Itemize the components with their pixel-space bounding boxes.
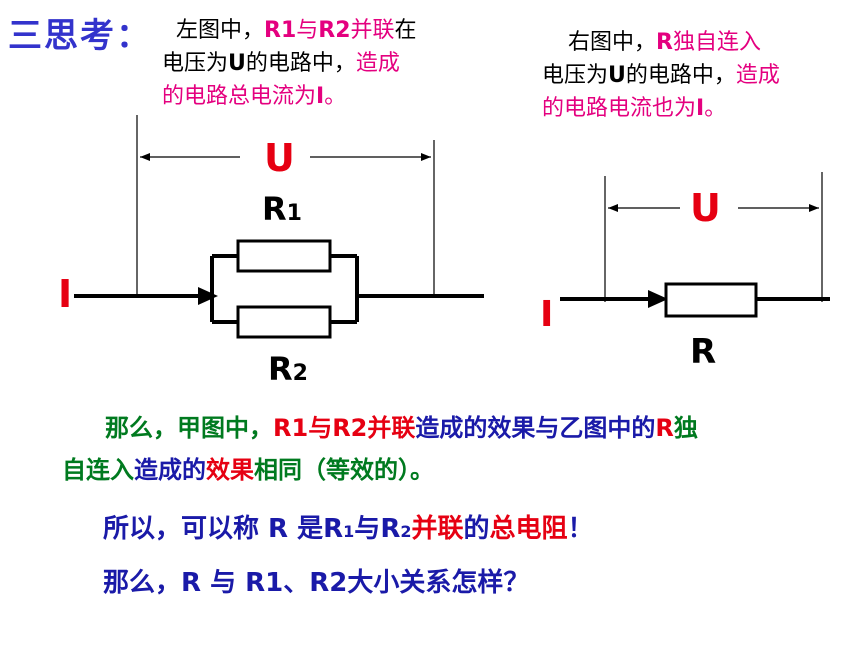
current-arrow-icon-right [648, 290, 668, 308]
left-voltage-marker [136, 115, 435, 296]
equivalence-line-2: 自连入造成的效果相同（等效的）。 [62, 456, 434, 484]
right-voltage-label: U [690, 186, 721, 230]
slide-title: 三思考： [8, 16, 152, 56]
current-arrow-icon [198, 287, 218, 305]
total-resistance-line: 所以，可以称 R 是R1与R2并联的总电阻！ [103, 514, 594, 544]
left-note: 左图中，R1与R2并联在 电压为U的电路中，造成 的电路总电流为I。 [162, 18, 417, 109]
resistor-r1-icon [236, 239, 332, 273]
label-r2: R2 [268, 350, 308, 388]
left-current-label: I [58, 272, 73, 316]
resistor-r-icon [664, 282, 758, 318]
right-circuit-wires [560, 290, 830, 308]
equivalence-line-1: 那么，甲图中，R1与R2并联造成的效果与乙图中的R独 [105, 414, 698, 442]
left-circuit-wires [74, 254, 484, 324]
right-current-label: I [540, 294, 554, 335]
question-line: 那么，R 与 R1、R2大小关系怎样？ [103, 568, 530, 598]
right-voltage-marker [604, 172, 823, 302]
right-note: 右图中，R独自连入 电压为U的电路中，造成 的电路电流也为I。 [542, 30, 780, 121]
label-r: R [690, 332, 717, 372]
resistor-r2-icon [236, 305, 332, 339]
left-voltage-label: U [264, 136, 295, 180]
label-r1: R1 [262, 190, 302, 228]
